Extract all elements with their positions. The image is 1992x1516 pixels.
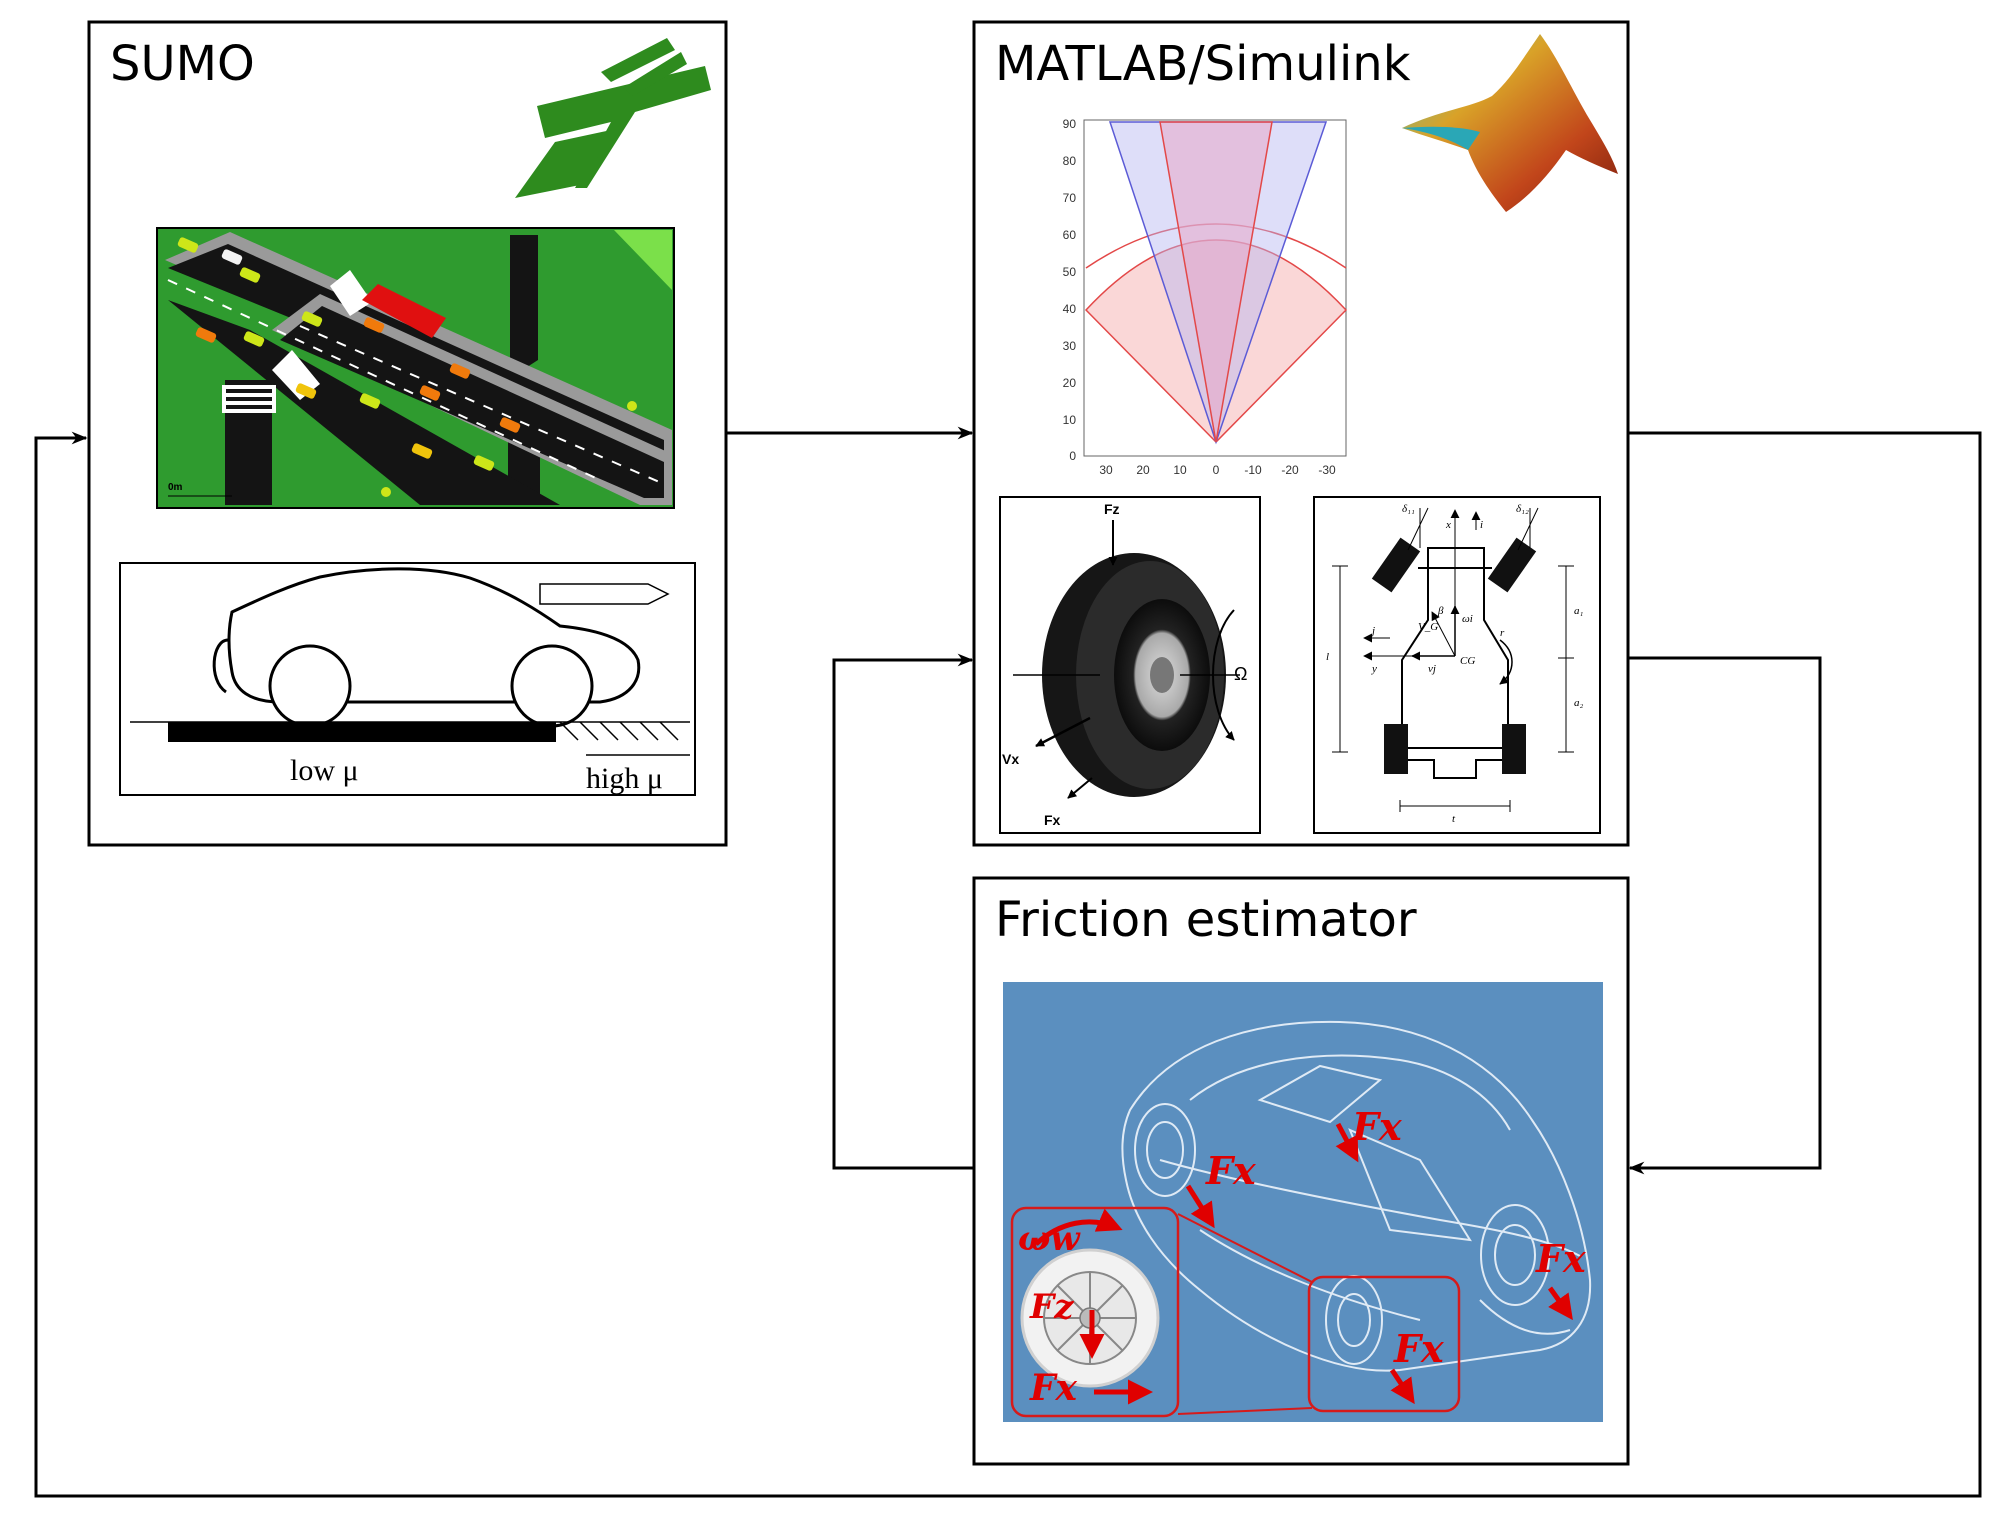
svg-text:δ₁₁: δ₁₁ (1402, 503, 1415, 515)
svg-text:r: r (1500, 627, 1505, 639)
svg-text:β: β (1437, 605, 1444, 617)
svg-text:-20: -20 (1281, 463, 1299, 477)
svg-text:60: 60 (1063, 228, 1077, 242)
tire-fx-label: Fx (1044, 812, 1061, 828)
svg-text:30: 30 (1063, 339, 1077, 353)
fx-label-wheel: Fx (1029, 1367, 1078, 1409)
svg-text:δ₁₂: δ₁₂ (1516, 503, 1529, 515)
friction-box: Friction estimator (972, 876, 1630, 1466)
svg-text:0: 0 (1069, 449, 1076, 463)
matlab-title: MATLAB/Simulink (995, 36, 1411, 92)
tire-vx-label: Vx (1002, 751, 1019, 767)
sumo-box: SUMO (87, 20, 728, 847)
svg-text:vj: vj (1428, 663, 1436, 675)
sumo-logo-icon (515, 38, 711, 198)
svg-text:V_G: V_G (1418, 621, 1438, 633)
svg-text:CG: CG (1460, 655, 1475, 667)
sensor-coverage-plot: 90 80 70 60 50 40 30 20 10 0 30 20 10 0 … (1063, 117, 1348, 477)
sumo-scale-label: 0m (168, 482, 183, 493)
tire-fz-label: Fz (1104, 501, 1120, 517)
svg-text:20: 20 (1136, 463, 1150, 477)
low-mu-label: low μ (290, 754, 359, 787)
matlab-logo-icon (1402, 34, 1618, 212)
fx-label-side: Fx (1393, 1326, 1445, 1371)
svg-text:-30: -30 (1318, 463, 1336, 477)
svg-text:40: 40 (1063, 302, 1077, 316)
vehicle-kinematics-panel: δ₁₁ δ₁₂ x i j y V_G β ωi vj r CG a₁ a₂ l… (1313, 496, 1601, 834)
high-mu-label: high μ (586, 762, 663, 795)
svg-text:i: i (1480, 519, 1483, 531)
svg-text:50: 50 (1063, 265, 1077, 279)
svg-text:70: 70 (1063, 191, 1077, 205)
tire-model-panel: Fz Vx Fx Ω (999, 496, 1261, 834)
connector-friction-to-matlab (832, 653, 974, 1170)
svg-text:t: t (1452, 813, 1456, 825)
friction-title: Friction estimator (995, 892, 1417, 948)
fx-label-rear: Fx (1535, 1236, 1587, 1281)
road-surface-sketch: low μ high μ (119, 562, 696, 796)
svg-text:20: 20 (1063, 376, 1077, 390)
svg-text:a₂: a₂ (1574, 697, 1584, 709)
fz-label: Fz (1029, 1287, 1074, 1327)
svg-text:30: 30 (1099, 463, 1113, 477)
fx-label-top: Fx (1351, 1104, 1403, 1149)
sumo-title: SUMO (110, 36, 255, 92)
svg-text:j: j (1370, 625, 1375, 637)
connector-matlab-to-friction (1628, 656, 1822, 1175)
svg-text:80: 80 (1063, 154, 1077, 168)
svg-text:10: 10 (1063, 413, 1077, 427)
sumo-vehicles (177, 237, 521, 471)
svg-text:-10: -10 (1244, 463, 1262, 477)
plot-x-ticks: 30 20 10 0 -10 -20 -30 (1099, 463, 1336, 477)
svg-text:0: 0 (1213, 463, 1220, 477)
svg-text:90: 90 (1063, 117, 1077, 131)
svg-text:x: x (1445, 519, 1451, 531)
plot-y-ticks: 90 80 70 60 50 40 30 20 10 0 (1063, 117, 1077, 463)
connector-feedback-loop (34, 431, 1982, 1498)
omega-w-label: ωw (1018, 1219, 1081, 1259)
svg-text:ωi: ωi (1462, 613, 1473, 625)
sumo-traffic-scene: 0m (156, 227, 675, 509)
friction-car-illustration: ωw Fz Fx Fx Fx Fx Fx (1003, 982, 1603, 1422)
fx-label-front: Fx (1205, 1148, 1257, 1193)
matlab-box: MATLAB/Simulink 90 80 70 60 50 40 30 20 … (972, 20, 1630, 847)
svg-text:10: 10 (1173, 463, 1187, 477)
svg-text:l: l (1326, 651, 1329, 663)
svg-text:a₁: a₁ (1574, 605, 1584, 617)
svg-text:y: y (1371, 663, 1377, 675)
tire-omega-label: Ω (1234, 664, 1247, 684)
